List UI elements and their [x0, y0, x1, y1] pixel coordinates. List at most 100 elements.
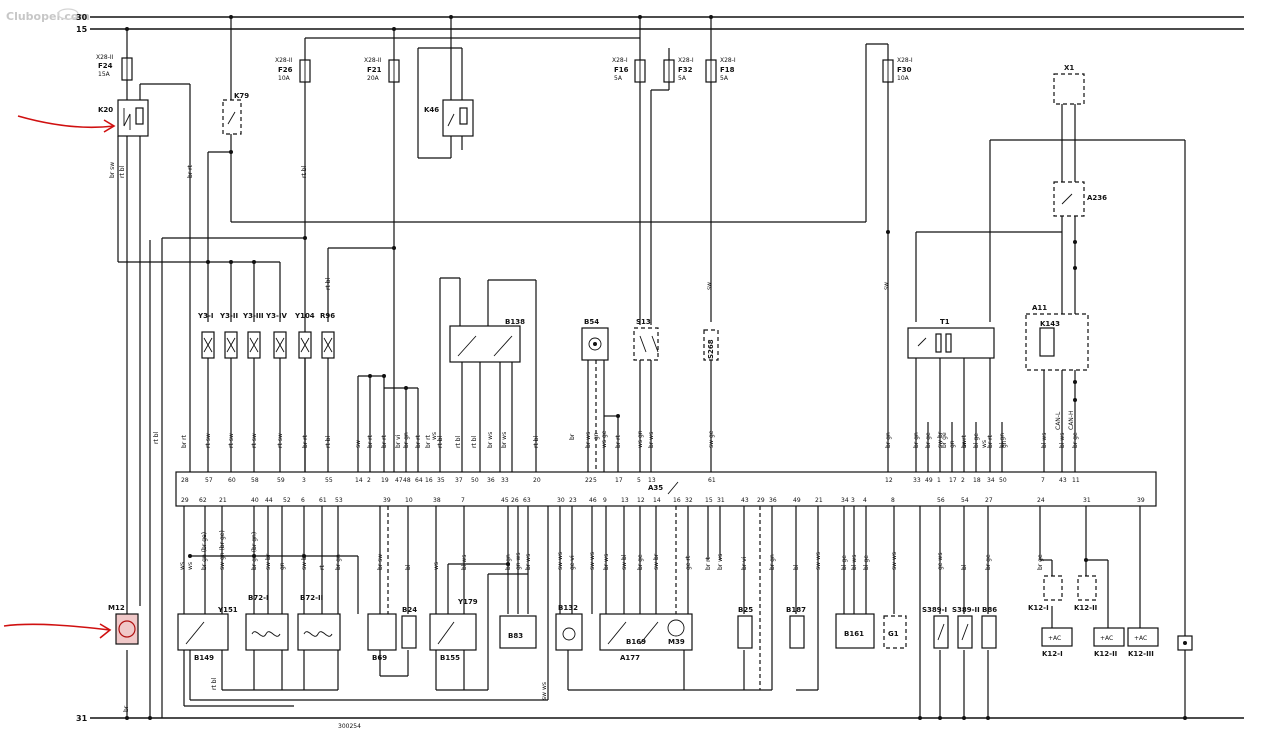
- switch-s13: S13: [633, 318, 659, 361]
- sensor-b72-i: B72-I: [245, 594, 289, 651]
- component-label: B169: [626, 638, 646, 646]
- a35-top-pin: 18: [973, 477, 981, 484]
- drawing-number: 300254: [338, 723, 361, 730]
- a35-top-pin: 58: [251, 477, 259, 484]
- wire-color-label: rt bl: [471, 435, 478, 448]
- component-label: Y104: [294, 312, 315, 320]
- a35-bottom-pin: 6: [301, 497, 305, 504]
- lower-wiring: [125, 136, 1187, 720]
- a35-bottom-pin: 8: [891, 497, 895, 504]
- component-label: K12-I: [1028, 604, 1049, 612]
- a35-bottom-pin: 52: [283, 497, 291, 504]
- wire-color-label: br gn (br ge): [201, 532, 208, 570]
- a35-bottom-pin: 63: [523, 497, 531, 504]
- fuse-id: F24: [98, 62, 113, 70]
- a35-bottom-pin: 14: [653, 497, 661, 504]
- sensor-b86: B86: [981, 606, 997, 649]
- wire-color-label: sw: [355, 440, 362, 448]
- fuse-loc: X28-I: [612, 57, 628, 64]
- wire-color-label: br gn: [335, 554, 342, 570]
- fuse-rating: 5A: [614, 75, 623, 82]
- a35-bottom-pin: 29: [757, 497, 765, 504]
- a35-top-pin: 55: [325, 477, 333, 484]
- wire-color-label: br ge: [985, 554, 992, 570]
- valve-y3-i: Y3-I: [197, 312, 215, 359]
- wire-color-label: br ge: [1072, 432, 1079, 448]
- module-t1: T1: [907, 318, 995, 359]
- valve-y104: Y104: [294, 312, 315, 359]
- sensor-b132: B132: [555, 604, 583, 651]
- a35-top-pin: 22: [585, 477, 593, 484]
- a35-top-pin: 5: [593, 477, 597, 484]
- a35-top-pin: 64: [415, 477, 423, 484]
- a35-bottom-pin: 46: [589, 497, 597, 504]
- fuse-id: F26: [278, 66, 293, 74]
- wire-color-label: rt bl: [325, 435, 332, 448]
- component-label: B24: [402, 606, 417, 614]
- valve-y151: Y151: [217, 606, 238, 614]
- a35-top-pin: 60: [228, 477, 236, 484]
- wire-color-label: ge ws: [937, 553, 944, 570]
- valve-y3-ii: Y3-II: [219, 312, 238, 359]
- wire-color-label: sw gn (br ge): [219, 530, 226, 570]
- a35-top-pin: 2: [961, 477, 965, 484]
- wire-color-label: ws gn: [637, 430, 644, 448]
- wire-color-label: rt bl: [153, 431, 160, 444]
- wire-color-label: bl gn: [999, 433, 1006, 448]
- wire-color-label: sw ws: [891, 552, 898, 570]
- motor-m12: M12: [108, 604, 139, 645]
- component-label: Y3-I: [197, 312, 213, 320]
- fuse-loc: X28-II: [96, 54, 114, 61]
- component-label: R96: [320, 312, 335, 320]
- fuse-rating: 10A: [278, 75, 291, 82]
- wire-color-label: ws ge: [601, 430, 608, 448]
- a35-bottom-pin: 29: [181, 497, 189, 504]
- component-label: A35: [648, 484, 663, 492]
- a35-top-pin: 61: [708, 477, 716, 484]
- fuse-f30: X28-I F30 10A: [882, 57, 913, 83]
- a35-bottom-pin: 10: [405, 497, 413, 504]
- rail-label-15: 15: [76, 25, 88, 34]
- wire-color-label: ge vi: [569, 555, 576, 570]
- fuse-id: F30: [897, 66, 912, 74]
- fuse-rating: 15A: [98, 71, 111, 78]
- a35-top-pin: 43: [1059, 477, 1067, 484]
- wire-color-label: bl: [961, 564, 968, 570]
- a35-bottom-pin: 7: [461, 497, 465, 504]
- fuse-f16: X28-I F16 5A: [612, 57, 646, 83]
- module-a11: A11 K143: [1025, 304, 1089, 371]
- component-label: B72-I: [248, 594, 269, 602]
- wire-color-label: ge rt: [685, 555, 692, 570]
- wire-color-label: rt sw: [205, 433, 212, 448]
- switch-s389-i: S389-I: [922, 606, 949, 649]
- wire-color-label: br rt: [181, 434, 188, 448]
- wire-color-label: br gn: [403, 432, 410, 448]
- wire-color-label: ws: [431, 432, 438, 440]
- wire-color-label: br gn: [913, 432, 920, 448]
- switch-s389-ii: S389-II: [952, 606, 980, 649]
- compressor-k12-ii: +AC K12-II: [1093, 627, 1125, 658]
- a35-bottom-pin: 40: [251, 497, 259, 504]
- a35-bottom-pin: 26: [511, 497, 519, 504]
- a35-bottom-pin: 43: [741, 497, 749, 504]
- wire-color-label: br rt: [987, 434, 994, 448]
- wire-color-label: br ws: [585, 432, 592, 448]
- wire-color-label: br ws: [603, 554, 610, 570]
- module-a177: B169 M39 A177: [599, 613, 693, 662]
- a35-bottom-pin: 34: [841, 497, 849, 504]
- a35-bottom-pin: 21: [815, 497, 823, 504]
- a35-top-pin: 19: [381, 477, 389, 484]
- a35-bottom-pin: 31: [1083, 497, 1091, 504]
- sensor-b24: B24: [401, 606, 417, 649]
- wire-color-label: sw br: [265, 553, 272, 570]
- fuse-loc: X28-I: [897, 57, 913, 64]
- fuse-f32: X28-I F32 5A: [663, 57, 694, 83]
- wire-color-label: ws: [179, 562, 186, 570]
- a35-top-pin: 49: [925, 477, 933, 484]
- a35-top-pin: 17: [615, 477, 623, 484]
- a35-top-pin: 50: [999, 477, 1007, 484]
- relay-k46: K46: [424, 99, 474, 137]
- wire-color-label: gn: [279, 562, 286, 570]
- annotation-arrow-k20: [17, 115, 116, 133]
- a35-bottom-pin: 31: [717, 497, 725, 504]
